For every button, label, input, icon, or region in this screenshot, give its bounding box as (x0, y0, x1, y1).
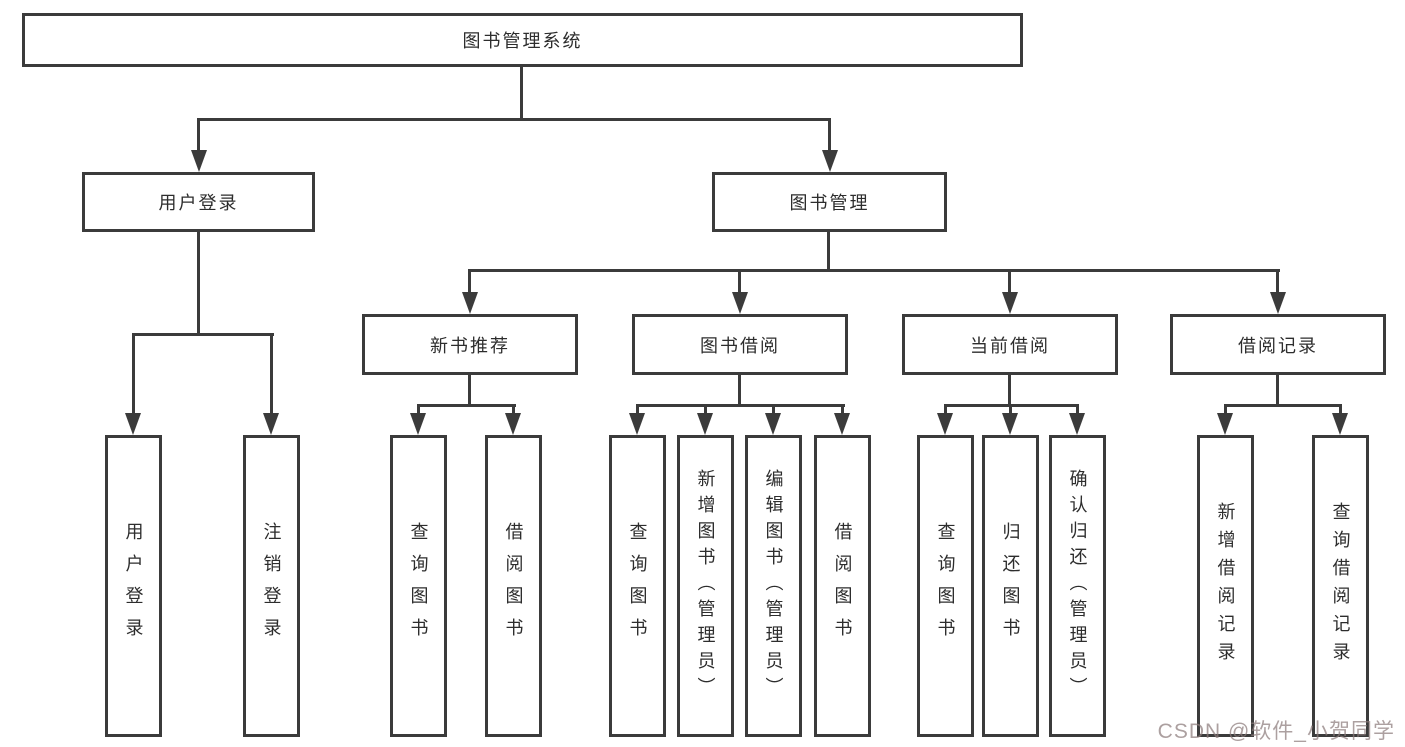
connector-line (827, 232, 830, 272)
connector-line (1008, 375, 1011, 407)
connector-line (417, 404, 420, 416)
connector-line (1276, 375, 1279, 407)
connector-line (197, 118, 831, 121)
arrow-down-icon (1002, 292, 1018, 314)
connector-line (468, 269, 471, 293)
arrow-down-icon (410, 413, 426, 435)
arrow-down-icon (765, 413, 781, 435)
connector-line (132, 333, 135, 415)
connector-line (512, 404, 515, 416)
leaf-query-book-1: 查询图书 (390, 435, 447, 737)
connector-line (270, 333, 273, 415)
node-current-borrow: 当前借阅 (902, 314, 1118, 375)
arrow-down-icon (263, 413, 279, 435)
connector-line (636, 404, 845, 407)
connector-line (520, 67, 523, 121)
connector-line (1339, 404, 1342, 416)
arrow-down-icon (629, 413, 645, 435)
arrow-down-icon (937, 413, 953, 435)
connector-line (417, 404, 516, 407)
connector-line (636, 404, 639, 416)
connector-line (738, 375, 741, 407)
arrow-down-icon (191, 150, 207, 172)
leaf-add-book-admin: 新增图书（管理员） (677, 435, 734, 737)
leaf-borrow-book-2: 借阅图书 (814, 435, 871, 737)
arrow-down-icon (697, 413, 713, 435)
leaf-edit-book-admin: 编辑图书（管理员） (745, 435, 802, 737)
node-root-system: 图书管理系统 (22, 13, 1023, 67)
node-book-management: 图书管理 (712, 172, 947, 232)
csdn-watermark: CSDN @软件_小贺同学 (1157, 720, 1395, 743)
connector-line (738, 269, 741, 293)
connector-line (197, 118, 200, 152)
arrow-down-icon (834, 413, 850, 435)
leaf-confirm-return-admin: 确认归还（管理员） (1049, 435, 1106, 737)
arrow-down-icon (505, 413, 521, 435)
connector-line (1224, 404, 1342, 407)
node-user-login: 用户登录 (82, 172, 315, 232)
connector-line (468, 375, 471, 407)
arrow-down-icon (822, 150, 838, 172)
connector-line (1224, 404, 1227, 416)
connector-line (1076, 404, 1079, 416)
connector-line (704, 404, 707, 416)
leaf-add-borrow-record: 新增借阅记录 (1197, 435, 1254, 737)
arrow-down-icon (1069, 413, 1085, 435)
arrow-down-icon (125, 413, 141, 435)
connector-line (197, 232, 200, 336)
connector-line (841, 404, 844, 416)
leaf-return-book: 归还图书 (982, 435, 1039, 737)
connector-line (1009, 404, 1012, 416)
connector-line (944, 404, 947, 416)
leaf-logout: 注销登录 (243, 435, 300, 737)
connector-line (828, 118, 831, 152)
connector-line (1008, 269, 1011, 293)
arrow-down-icon (1002, 413, 1018, 435)
node-new-book-recommend: 新书推荐 (362, 314, 578, 375)
connector-line (772, 404, 775, 416)
connector-line (468, 269, 1280, 272)
node-book-borrow: 图书借阅 (632, 314, 848, 375)
leaf-query-book-3: 查询图书 (917, 435, 974, 737)
arrow-down-icon (1332, 413, 1348, 435)
arrow-down-icon (1270, 292, 1286, 314)
connector-line (132, 333, 274, 336)
connector-line (1276, 269, 1279, 293)
arrow-down-icon (462, 292, 478, 314)
node-borrow-record: 借阅记录 (1170, 314, 1386, 375)
arrow-down-icon (1217, 413, 1233, 435)
leaf-borrow-book-1: 借阅图书 (485, 435, 542, 737)
leaf-query-book-2: 查询图书 (609, 435, 666, 737)
leaf-user-login: 用户登录 (105, 435, 162, 737)
leaf-query-borrow-record: 查询借阅记录 (1312, 435, 1369, 737)
arrow-down-icon (732, 292, 748, 314)
